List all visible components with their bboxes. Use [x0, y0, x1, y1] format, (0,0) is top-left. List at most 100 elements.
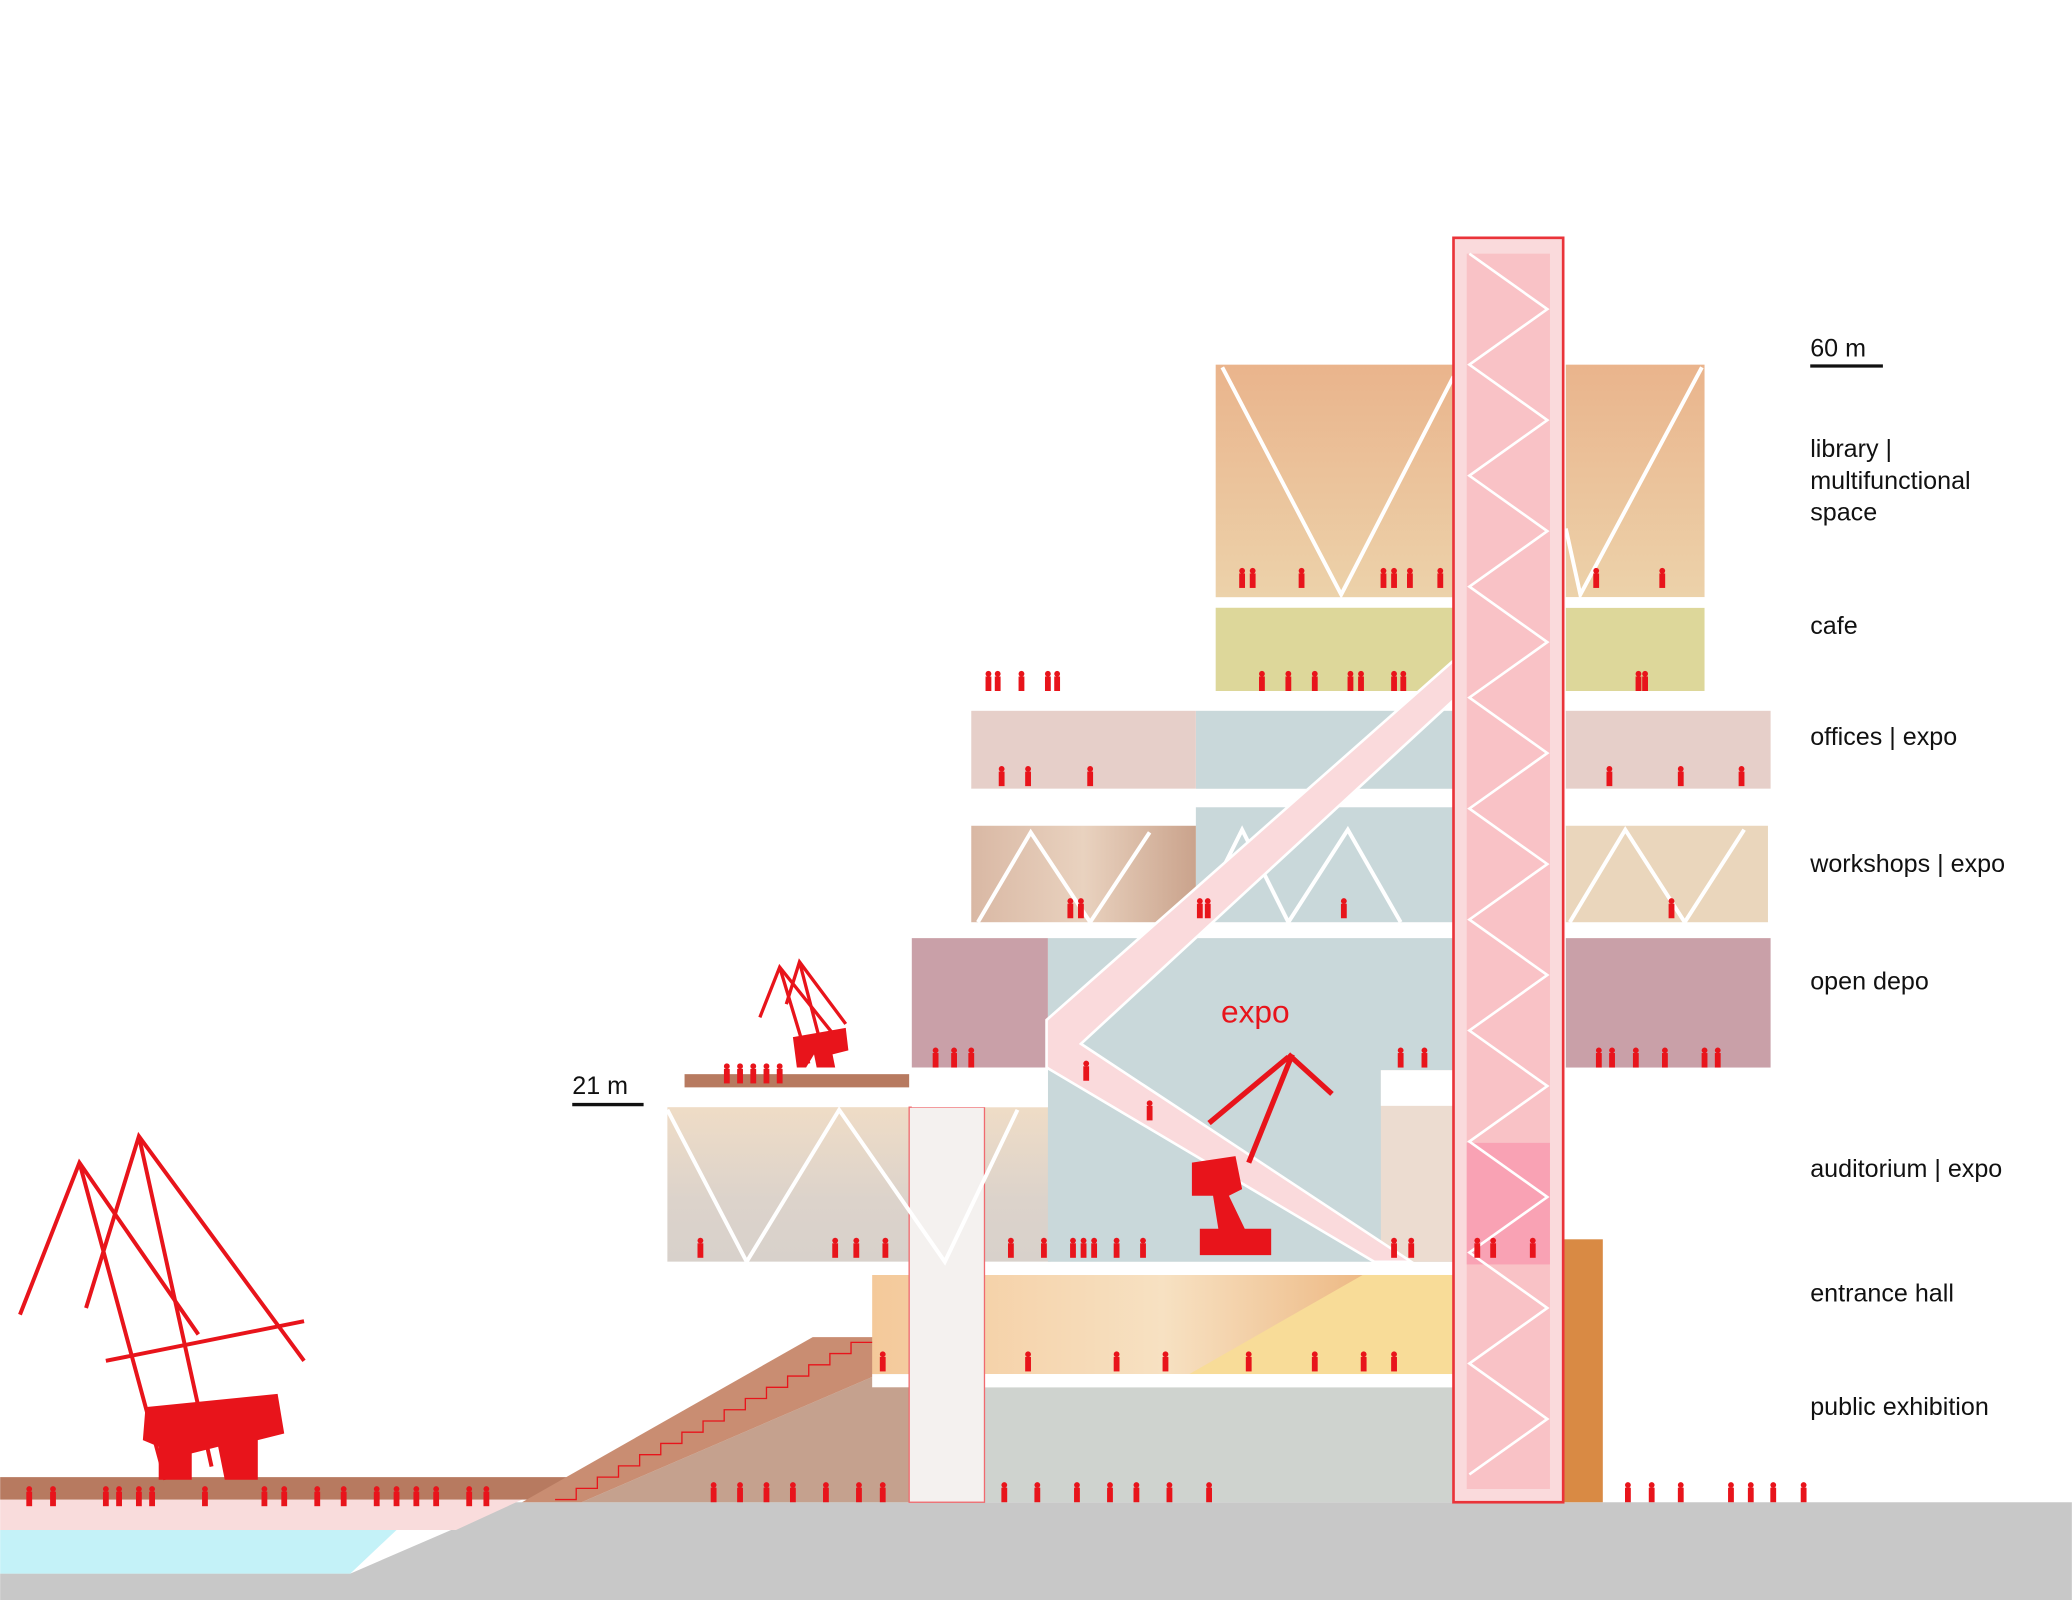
person-icon: [832, 1243, 839, 1258]
person-icon: [1595, 1047, 1602, 1054]
person-icon: [314, 1491, 321, 1507]
person-icon: [1083, 1060, 1090, 1067]
person-icon: [1044, 670, 1051, 677]
person-icon: [1025, 766, 1031, 772]
person-icon: [853, 1243, 860, 1258]
person-icon: [1166, 1482, 1173, 1488]
person-icon: [483, 1491, 490, 1507]
person-icon: [1196, 903, 1203, 919]
person-icon: [994, 670, 1001, 677]
person-icon: [116, 1491, 122, 1507]
person-icon: [1074, 1482, 1080, 1488]
person-icon: [1770, 1482, 1777, 1488]
person-icon: [968, 1047, 975, 1054]
slab: [667, 1261, 1454, 1275]
person-icon: [1648, 1487, 1655, 1503]
auditorium-seating: [1189, 1268, 1454, 1375]
person-icon: [1249, 567, 1256, 574]
person-icon: [951, 1047, 957, 1054]
person-icon: [1358, 676, 1364, 691]
person-icon: [1593, 573, 1600, 588]
cafe-left: [1215, 607, 1454, 691]
person-icon: [882, 1243, 889, 1258]
person-icon: [1204, 898, 1211, 904]
person-icon: [135, 1491, 142, 1507]
person-icon: [1606, 766, 1613, 772]
person-icon: [1041, 1237, 1047, 1244]
person-icon: [994, 676, 1001, 691]
person-icon: [1083, 1066, 1090, 1081]
person-icon: [951, 1053, 957, 1068]
person-icon: [1311, 1351, 1318, 1358]
person-icon: [1632, 1053, 1639, 1068]
person-icon: [1107, 1487, 1113, 1503]
person-icon: [1239, 567, 1246, 574]
person-icon: [1340, 898, 1347, 904]
library-left: [1215, 364, 1454, 598]
person-icon: [1107, 1482, 1113, 1488]
legend-workshops: workshops | expo: [1809, 850, 2005, 878]
person-icon: [50, 1486, 56, 1492]
person-icon: [1091, 1237, 1098, 1244]
person-icon: [1025, 771, 1031, 787]
expo-crane-icon: [1191, 1052, 1334, 1256]
person-icon: [413, 1486, 420, 1492]
person-icon: [1490, 1243, 1497, 1258]
offices-left: [971, 710, 1196, 789]
person-icon: [50, 1491, 56, 1507]
column: [908, 1106, 986, 1503]
person-icon: [135, 1486, 142, 1492]
legend-library-line2: multifunctional: [1810, 467, 1970, 495]
person-icon: [1067, 898, 1074, 904]
person-icon: [1113, 1237, 1120, 1244]
cafe-right: [1565, 607, 1705, 691]
elevator-tower: [1452, 236, 1565, 1504]
person-icon: [1406, 573, 1413, 588]
person-icon: [879, 1487, 886, 1503]
person-icon: [373, 1491, 380, 1507]
person-icon: [1677, 1482, 1684, 1488]
person-icon: [1701, 1053, 1708, 1068]
person-icon: [1196, 898, 1203, 904]
person-icon: [1659, 573, 1666, 588]
ground: [0, 1502, 2072, 1600]
person-icon: [1728, 1482, 1734, 1488]
expo-label: expo: [1221, 994, 1290, 1030]
person-icon: [1054, 676, 1061, 691]
person-icon: [879, 1356, 886, 1372]
person-icon: [1668, 903, 1675, 919]
person-icon: [1054, 670, 1061, 677]
person-icon: [1078, 898, 1084, 904]
person-icon: [1747, 1482, 1754, 1488]
person-icon: [1162, 1356, 1169, 1372]
auditorium-space: [667, 1107, 1051, 1262]
person-icon: [1474, 1243, 1481, 1258]
person-icon: [1635, 676, 1642, 691]
expo-right-slab: [1380, 1070, 1454, 1106]
person-icon: [149, 1486, 156, 1492]
person-icon: [737, 1063, 743, 1070]
person-icon: [1347, 676, 1354, 691]
slab: [872, 1374, 1454, 1388]
person-icon: [1397, 1047, 1404, 1054]
person-icon: [393, 1491, 400, 1507]
person-icon: [413, 1491, 420, 1507]
person-icon: [1001, 1487, 1008, 1503]
person-icon: [1166, 1487, 1173, 1503]
scale-marker-60m: 60 m: [1810, 335, 1883, 368]
person-icon: [1113, 1243, 1120, 1258]
person-icon: [1206, 1482, 1212, 1488]
water: [0, 1529, 397, 1574]
person-icon: [1113, 1356, 1120, 1372]
person-icon: [1001, 1482, 1008, 1488]
person-icon: [26, 1491, 33, 1507]
person-icon: [710, 1482, 717, 1488]
person-icon: [823, 1482, 829, 1488]
person-icon: [1259, 676, 1265, 691]
person-icon: [1380, 567, 1387, 574]
person-icon: [1642, 670, 1648, 677]
person-icon: [1249, 573, 1256, 588]
person-icon: [1391, 567, 1397, 574]
person-icon: [1311, 1356, 1318, 1372]
scale-label-60m: 60 m: [1810, 335, 1866, 363]
